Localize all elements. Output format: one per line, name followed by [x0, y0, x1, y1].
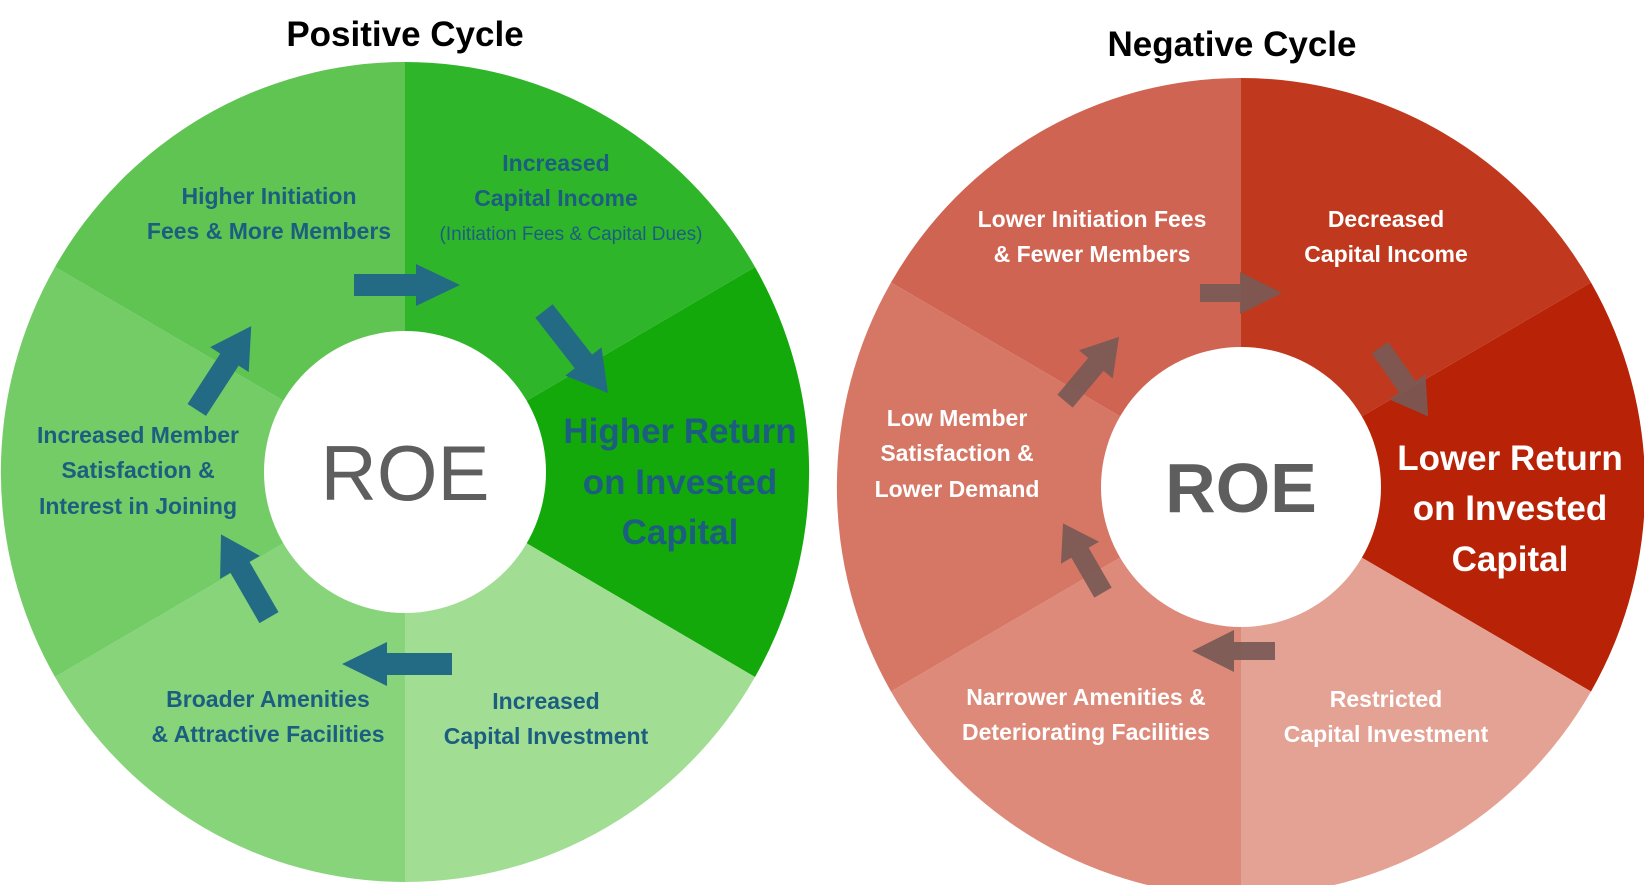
negative-center-circle — [1101, 347, 1381, 627]
arrow-up-left-icon — [1060, 523, 1112, 598]
positive-label-member-satisfaction-line3: Interest in Joining — [39, 493, 237, 519]
negative-label-lower-return-line1: Lower Return — [1397, 439, 1623, 478]
positive-arrows — [187, 264, 609, 686]
positive-label-capital-income-line1: Increased — [502, 150, 609, 176]
arrow-down-right-icon — [535, 304, 609, 393]
positive-label-higher-return-line3: Capital — [622, 513, 739, 552]
arrow-right-icon — [354, 264, 460, 306]
negative-cycle-title: Negative Cycle — [1107, 25, 1356, 64]
positive-label-amenities-line1: Broader Amenities — [166, 686, 370, 712]
positive-label-capital-investment-line2: Capital Investment — [444, 723, 649, 749]
negative-label-lower-initiation-line2: & Fewer Members — [994, 241, 1191, 267]
negative-labels: Lower Initiation Fees & Fewer Members De… — [875, 206, 1623, 747]
positive-label-higher-initiation-line1: Higher Initiation — [181, 183, 356, 209]
positive-center-circle — [264, 331, 546, 613]
arrow-up-left-icon — [220, 534, 279, 624]
positive-label-member-satisfaction-line1: Increased Member — [37, 422, 239, 448]
positive-labels: Higher Initiation Fees & More Members In… — [37, 150, 797, 749]
positive-segment-higher-return — [405, 267, 810, 677]
negative-arrows — [1057, 272, 1429, 672]
arrow-left-icon — [342, 642, 452, 686]
positive-cycle-title: Positive Cycle — [286, 15, 523, 54]
negative-label-lower-return-line3: Capital — [1452, 540, 1569, 579]
negative-label-narrower-amenities-line1: Narrower Amenities & — [966, 684, 1205, 710]
negative-center-label: ROE — [1165, 449, 1317, 527]
positive-label-higher-return-line2: on Invested — [583, 463, 777, 502]
negative-label-low-member-line1: Low Member — [887, 405, 1028, 431]
arrow-up-right-icon — [1057, 336, 1119, 408]
negative-cycle-wheel: ROE — [836, 77, 1644, 885]
positive-label-higher-return-line1: Higher Return — [563, 412, 796, 451]
negative-label-capital-income-line2: Capital Income — [1304, 241, 1468, 267]
positive-label-capital-investment-line1: Increased — [492, 688, 599, 714]
negative-label-low-member-line3: Lower Demand — [875, 476, 1040, 502]
positive-segment-increased-member-satisfaction — [0, 267, 405, 677]
positive-label-higher-initiation-line2: Fees & More Members — [147, 218, 391, 244]
arrow-down-right-icon — [1371, 341, 1429, 417]
arrow-right-icon — [1200, 272, 1282, 314]
negative-label-restricted-investment-line1: Restricted — [1330, 686, 1442, 712]
arrow-left-icon — [1192, 630, 1275, 672]
positive-label-amenities-line2: & Attractive Facilities — [151, 721, 384, 747]
positive-label-capital-income-line3: (Initiation Fees & Capital Dues) — [440, 224, 703, 245]
arrow-up-right-icon — [187, 326, 252, 416]
negative-segment-low-member-satisfaction — [836, 282, 1241, 692]
positive-cycle-wheel: ROE — [0, 61, 810, 883]
positive-label-member-satisfaction-line2: Satisfaction & — [61, 457, 214, 483]
negative-label-lower-initiation-line1: Lower Initiation Fees — [978, 206, 1207, 232]
positive-center-label: ROE — [320, 429, 489, 517]
negative-label-narrower-amenities-line2: Deteriorating Facilities — [962, 719, 1210, 745]
negative-label-restricted-investment-line2: Capital Investment — [1284, 721, 1489, 747]
negative-segment-lower-return — [1241, 282, 1644, 692]
negative-label-lower-return-line2: on Invested — [1413, 489, 1607, 528]
negative-label-capital-income-line1: Decreased — [1328, 206, 1444, 232]
negative-label-low-member-line2: Satisfaction & — [880, 440, 1033, 466]
positive-label-capital-income-line2: Capital Income — [474, 185, 638, 211]
